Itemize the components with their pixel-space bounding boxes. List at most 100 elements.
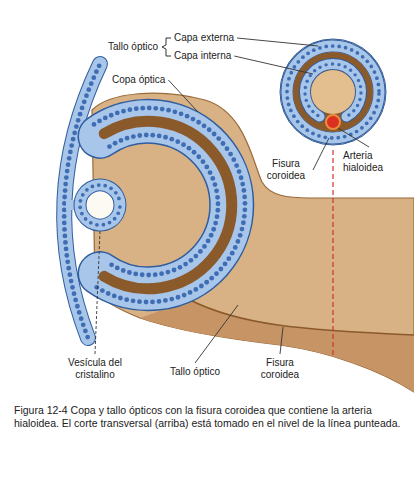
cell-nucleus — [372, 111, 376, 115]
cell-nucleus — [337, 63, 340, 66]
cell-nucleus — [188, 290, 193, 295]
cell-nucleus — [64, 175, 69, 180]
cell-nucleus — [63, 240, 68, 245]
cell-nucleus — [80, 212, 84, 216]
cell-nucleus — [64, 247, 69, 252]
cell-nucleus — [305, 99, 308, 102]
cell-nucleus — [157, 134, 162, 139]
cell-nucleus — [292, 114, 296, 118]
cell-nucleus — [144, 300, 149, 305]
cell-nucleus — [124, 297, 129, 302]
part-label: Fisura coroidea — [262, 158, 310, 182]
cell-nucleus — [303, 92, 306, 95]
leader-line — [237, 38, 318, 46]
cell-nucleus — [144, 133, 149, 138]
cell-nucleus — [106, 291, 111, 296]
leader-line — [168, 80, 198, 112]
cell-nucleus — [317, 134, 321, 138]
cell-nucleus — [343, 135, 347, 139]
cell-nucleus — [206, 239, 211, 244]
cell-nucleus — [233, 245, 238, 250]
cell-nucleus — [113, 217, 117, 221]
lens-wall — [78, 183, 122, 226]
cell-nucleus — [69, 143, 74, 148]
cross-section — [285, 44, 381, 140]
cell-nucleus — [113, 141, 118, 146]
cell-nucleus — [163, 135, 168, 140]
cell-nucleus — [67, 156, 72, 161]
leader-line — [280, 327, 283, 354]
cell-nucleus — [79, 199, 83, 203]
cell-nucleus — [107, 144, 112, 149]
cell-nucleus — [169, 297, 174, 302]
cell-nucleus — [304, 86, 307, 89]
cell-nucleus — [172, 268, 177, 273]
cell-nucleus — [89, 81, 94, 86]
band-fill — [80, 185, 120, 225]
cell-nucleus — [137, 299, 142, 304]
cell-nucleus — [116, 211, 120, 215]
cell-nucleus — [238, 233, 243, 238]
cell-nucleus — [204, 280, 209, 285]
cell-nucleus — [150, 299, 155, 304]
cell-nucleus — [198, 249, 203, 254]
cell-guide — [305, 64, 361, 117]
cell-nucleus — [286, 83, 290, 87]
cell-nucleus — [331, 44, 335, 48]
cell-nucleus — [323, 135, 327, 139]
cell-nucleus — [183, 262, 188, 267]
cell-nucleus — [213, 182, 218, 187]
cell-nucleus — [131, 298, 136, 303]
cell-nucleus — [78, 205, 82, 209]
cell-nucleus — [212, 132, 217, 137]
cell-nucleus — [359, 91, 362, 94]
cell-nucleus — [78, 112, 83, 117]
cell-nucleus — [137, 133, 142, 138]
cell-nucleus — [109, 113, 114, 118]
cell-nucleus — [140, 272, 145, 277]
band-cells — [78, 183, 122, 226]
hyaloid-artery — [326, 115, 340, 129]
cell-nucleus — [178, 265, 183, 270]
cell-nucleus — [117, 197, 121, 201]
cell-nucleus — [163, 298, 168, 303]
cell-nucleus — [324, 63, 327, 66]
cell-nucleus — [68, 150, 73, 155]
cell-nucleus — [62, 208, 67, 213]
cell-nucleus — [365, 59, 369, 63]
cell-nucleus — [85, 335, 90, 340]
cell-nucleus — [296, 120, 300, 124]
cell-nucleus — [65, 169, 70, 174]
cell-nucleus — [133, 272, 138, 277]
cell-nucleus — [83, 329, 88, 334]
cell-nucleus — [287, 77, 291, 81]
cell-nucleus — [115, 266, 120, 271]
cell-nucleus — [226, 256, 231, 261]
cell-nucleus — [109, 262, 114, 267]
cell-nucleus — [343, 65, 346, 68]
cell-nucleus — [376, 99, 380, 103]
cell-nucleus — [231, 157, 236, 162]
cell-nucleus — [356, 104, 359, 107]
cell-nucleus — [228, 152, 233, 157]
cell-nucleus — [375, 76, 379, 80]
cell-nucleus — [209, 233, 214, 238]
cell-nucleus — [125, 136, 130, 141]
leader-line — [195, 305, 238, 363]
cell-nucleus — [66, 162, 71, 167]
cell-nucleus — [225, 146, 230, 151]
cell-guide — [80, 185, 120, 225]
cell-nucleus — [97, 183, 101, 187]
stalk-core — [311, 70, 355, 114]
cell-nucleus — [347, 113, 350, 116]
cell-nucleus — [86, 87, 91, 92]
cell-nucleus — [293, 65, 297, 69]
cell-nucleus — [313, 69, 316, 72]
cell-nucleus — [62, 195, 67, 200]
cell-nucleus — [67, 272, 72, 277]
part-label: Copa óptica — [112, 74, 165, 86]
cell-nucleus — [92, 122, 97, 127]
cell-nucleus — [112, 294, 117, 299]
cell-nucleus — [309, 74, 312, 77]
